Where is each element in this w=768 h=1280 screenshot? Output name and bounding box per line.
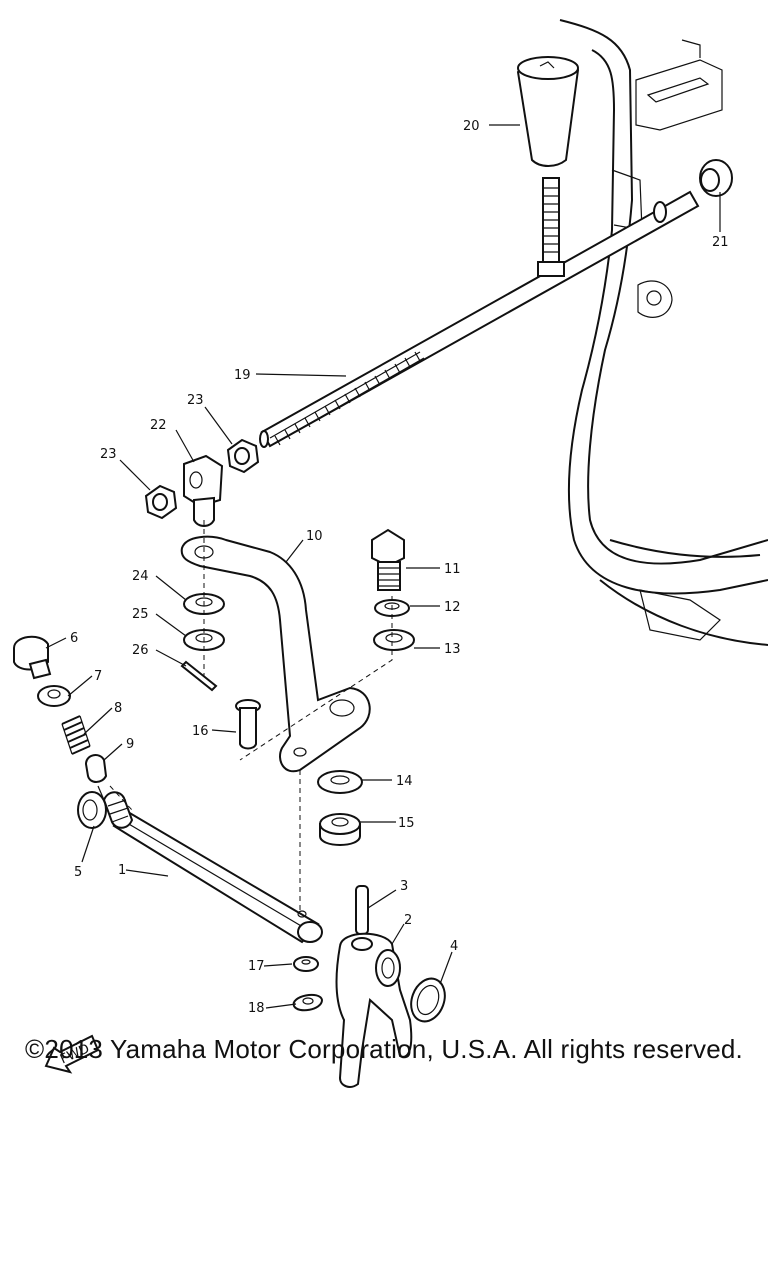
callout-7: 7 — [94, 669, 102, 684]
callout-21: 21 — [712, 235, 729, 250]
oil-seal-5 — [77, 791, 107, 829]
callout-25: 25 — [132, 607, 149, 622]
callout-10: 10 — [306, 529, 323, 544]
shift-shaft — [97, 785, 323, 944]
callout-14: 14 — [396, 774, 413, 789]
ball-9 — [84, 754, 108, 783]
spring-8 — [61, 715, 91, 755]
nut-lower — [144, 484, 178, 520]
callout-8: 8 — [114, 701, 122, 716]
washer-14 — [317, 770, 363, 794]
nut-upper — [226, 438, 260, 474]
frame-outline — [559, 19, 768, 646]
collar-15 — [319, 813, 361, 846]
callout-17: 17 — [248, 959, 265, 974]
pin-16 — [235, 699, 261, 750]
shift-linkage-diagram: FWD 20 21 19 23 22 23 — [13, 19, 768, 1088]
callout-22: 22 — [150, 418, 167, 433]
shift-rod — [259, 190, 700, 448]
bolt-11 — [371, 528, 405, 591]
callout-3: 3 — [400, 879, 408, 894]
o-ring-4 — [410, 977, 446, 1023]
callout-18: 18 — [248, 1001, 265, 1016]
callout-11: 11 — [444, 562, 461, 577]
callout-15: 15 — [398, 816, 415, 831]
shift-fork — [335, 932, 413, 1088]
callout-24: 24 — [132, 569, 149, 584]
callout-23-upper: 23 — [187, 393, 204, 408]
shift-knob — [516, 56, 580, 277]
callout-4: 4 — [450, 939, 458, 954]
callout-6: 6 — [70, 631, 78, 646]
callout-13: 13 — [444, 642, 461, 657]
pin-3 — [355, 885, 369, 935]
callouts: 20 21 19 23 22 23 10 11 12 13 24 25 26 1… — [70, 119, 729, 1016]
callout-19: 19 — [234, 368, 251, 383]
washer-7 — [37, 685, 71, 707]
washer-13 — [373, 629, 415, 651]
callout-9: 9 — [126, 737, 134, 752]
callout-5: 5 — [74, 865, 82, 880]
cap-bolt-6 — [13, 635, 52, 680]
callout-26: 26 — [132, 643, 149, 658]
washer-17 — [293, 956, 319, 972]
callout-20: 20 — [463, 119, 480, 134]
assembly-lines — [109, 520, 393, 910]
cotter-pin — [180, 660, 218, 692]
clip-18 — [292, 993, 324, 1012]
callout-12: 12 — [444, 600, 461, 615]
rubber-plug — [699, 159, 733, 197]
leader-lines — [45, 124, 721, 1009]
callout-23-lower: 23 — [100, 447, 117, 462]
shift-lever — [180, 535, 371, 773]
copyright-notice: ©2013 Yamaha Motor Corporation, U.S.A. A… — [25, 1034, 743, 1064]
callout-1: 1 — [118, 863, 126, 878]
callout-2: 2 — [404, 913, 412, 928]
rod-end-joint — [183, 454, 224, 527]
callout-16: 16 — [192, 724, 209, 739]
